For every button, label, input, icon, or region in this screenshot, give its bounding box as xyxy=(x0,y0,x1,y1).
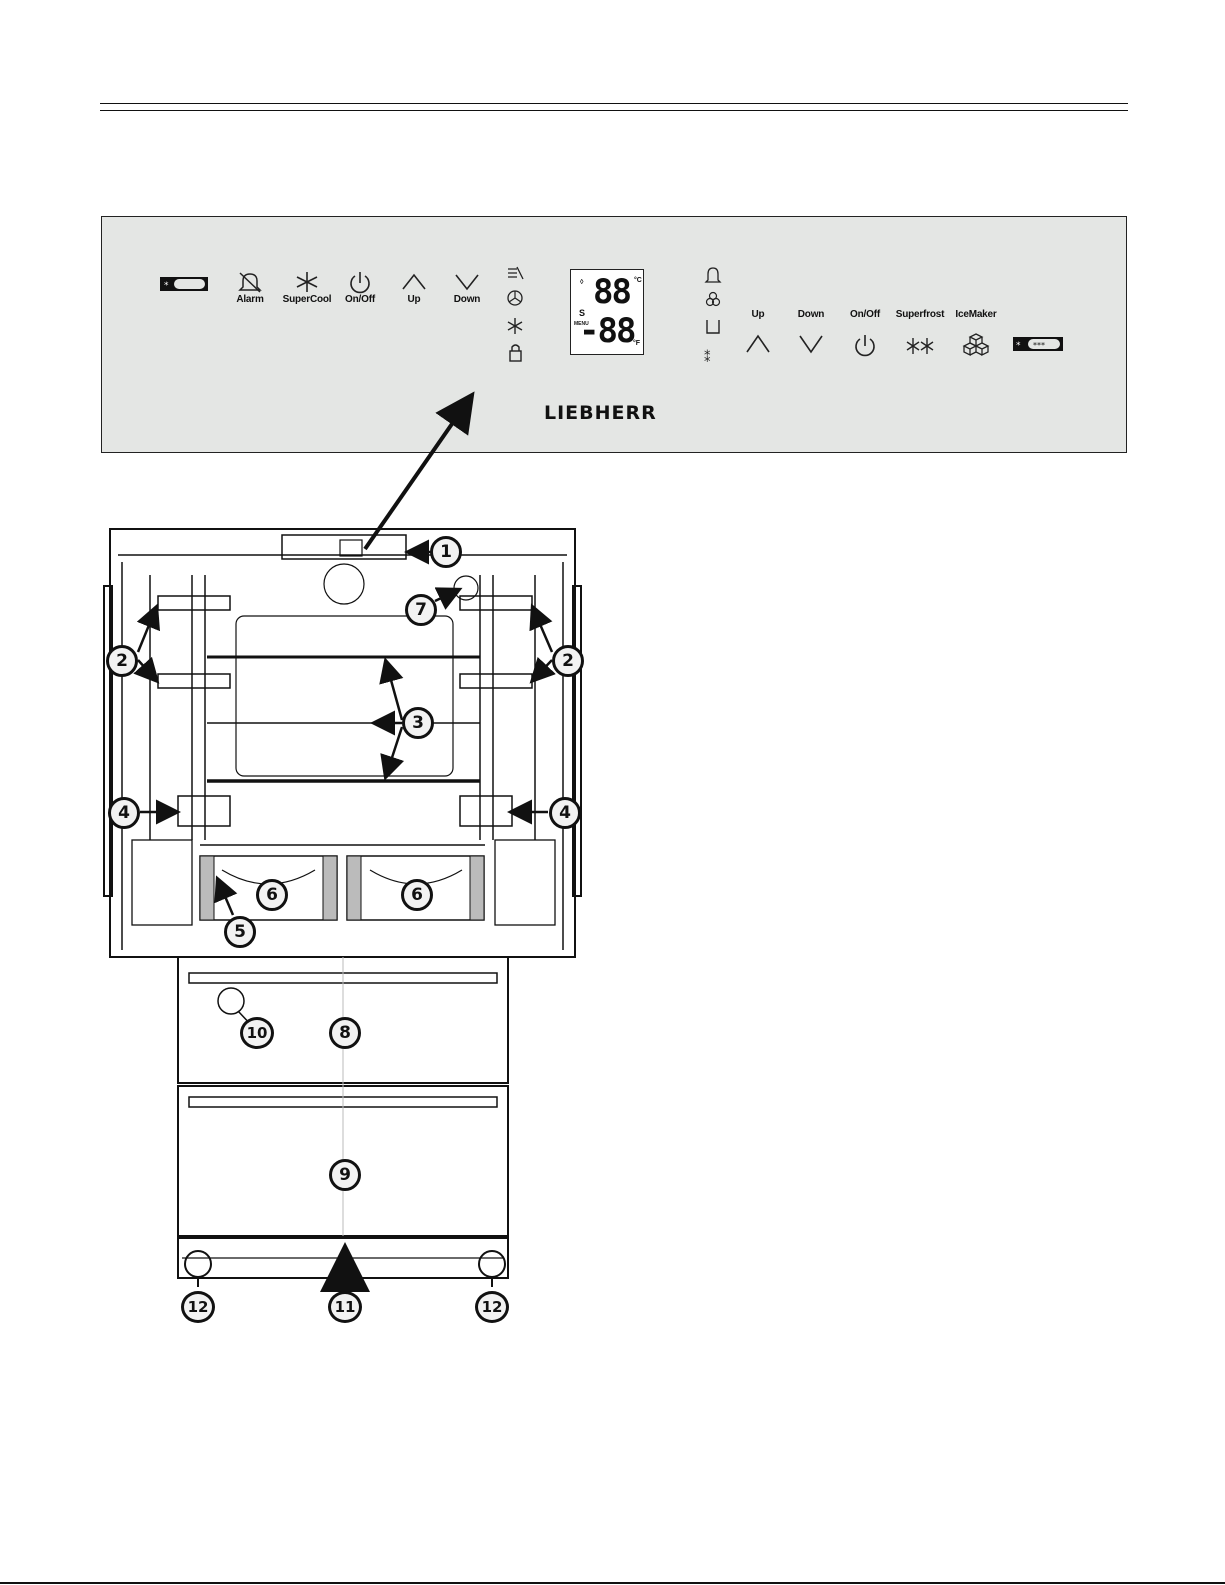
callout-4-right: 4 xyxy=(549,797,581,829)
callout-11: 11 xyxy=(328,1291,362,1323)
footer-rule xyxy=(0,1582,1225,1584)
callout-6-left: 6 xyxy=(256,879,288,911)
callout-7: 7 xyxy=(405,594,437,626)
callout-2-right: 2 xyxy=(552,645,584,677)
callout-2-left: 2 xyxy=(106,645,138,677)
callout-4-left: 4 xyxy=(108,797,140,829)
callout-3: 3 xyxy=(402,707,434,739)
callout-12-left: 12 xyxy=(181,1291,215,1323)
callout-9: 9 xyxy=(329,1159,361,1191)
callout-6-right: 6 xyxy=(401,879,433,911)
cabinet-outline xyxy=(110,529,575,957)
callout-5: 5 xyxy=(224,916,256,948)
callout-10: 10 xyxy=(240,1017,274,1049)
callout-8: 8 xyxy=(329,1017,361,1049)
callout-12-right: 12 xyxy=(475,1291,509,1323)
callout-1: 1 xyxy=(430,536,462,568)
